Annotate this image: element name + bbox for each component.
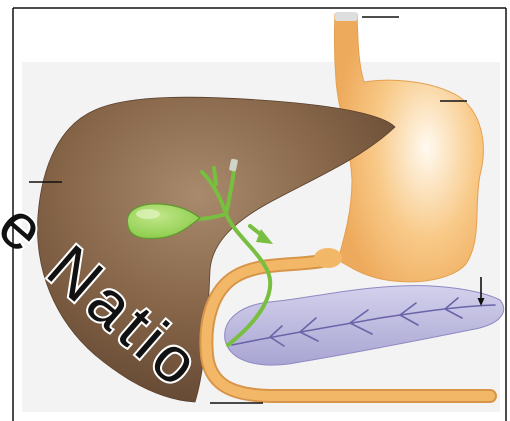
hepatic-duct-branch <box>214 168 216 184</box>
esophagus-top-cap <box>335 12 357 21</box>
pylorus-bulb <box>314 248 342 268</box>
gallbladder-highlight <box>136 209 160 219</box>
